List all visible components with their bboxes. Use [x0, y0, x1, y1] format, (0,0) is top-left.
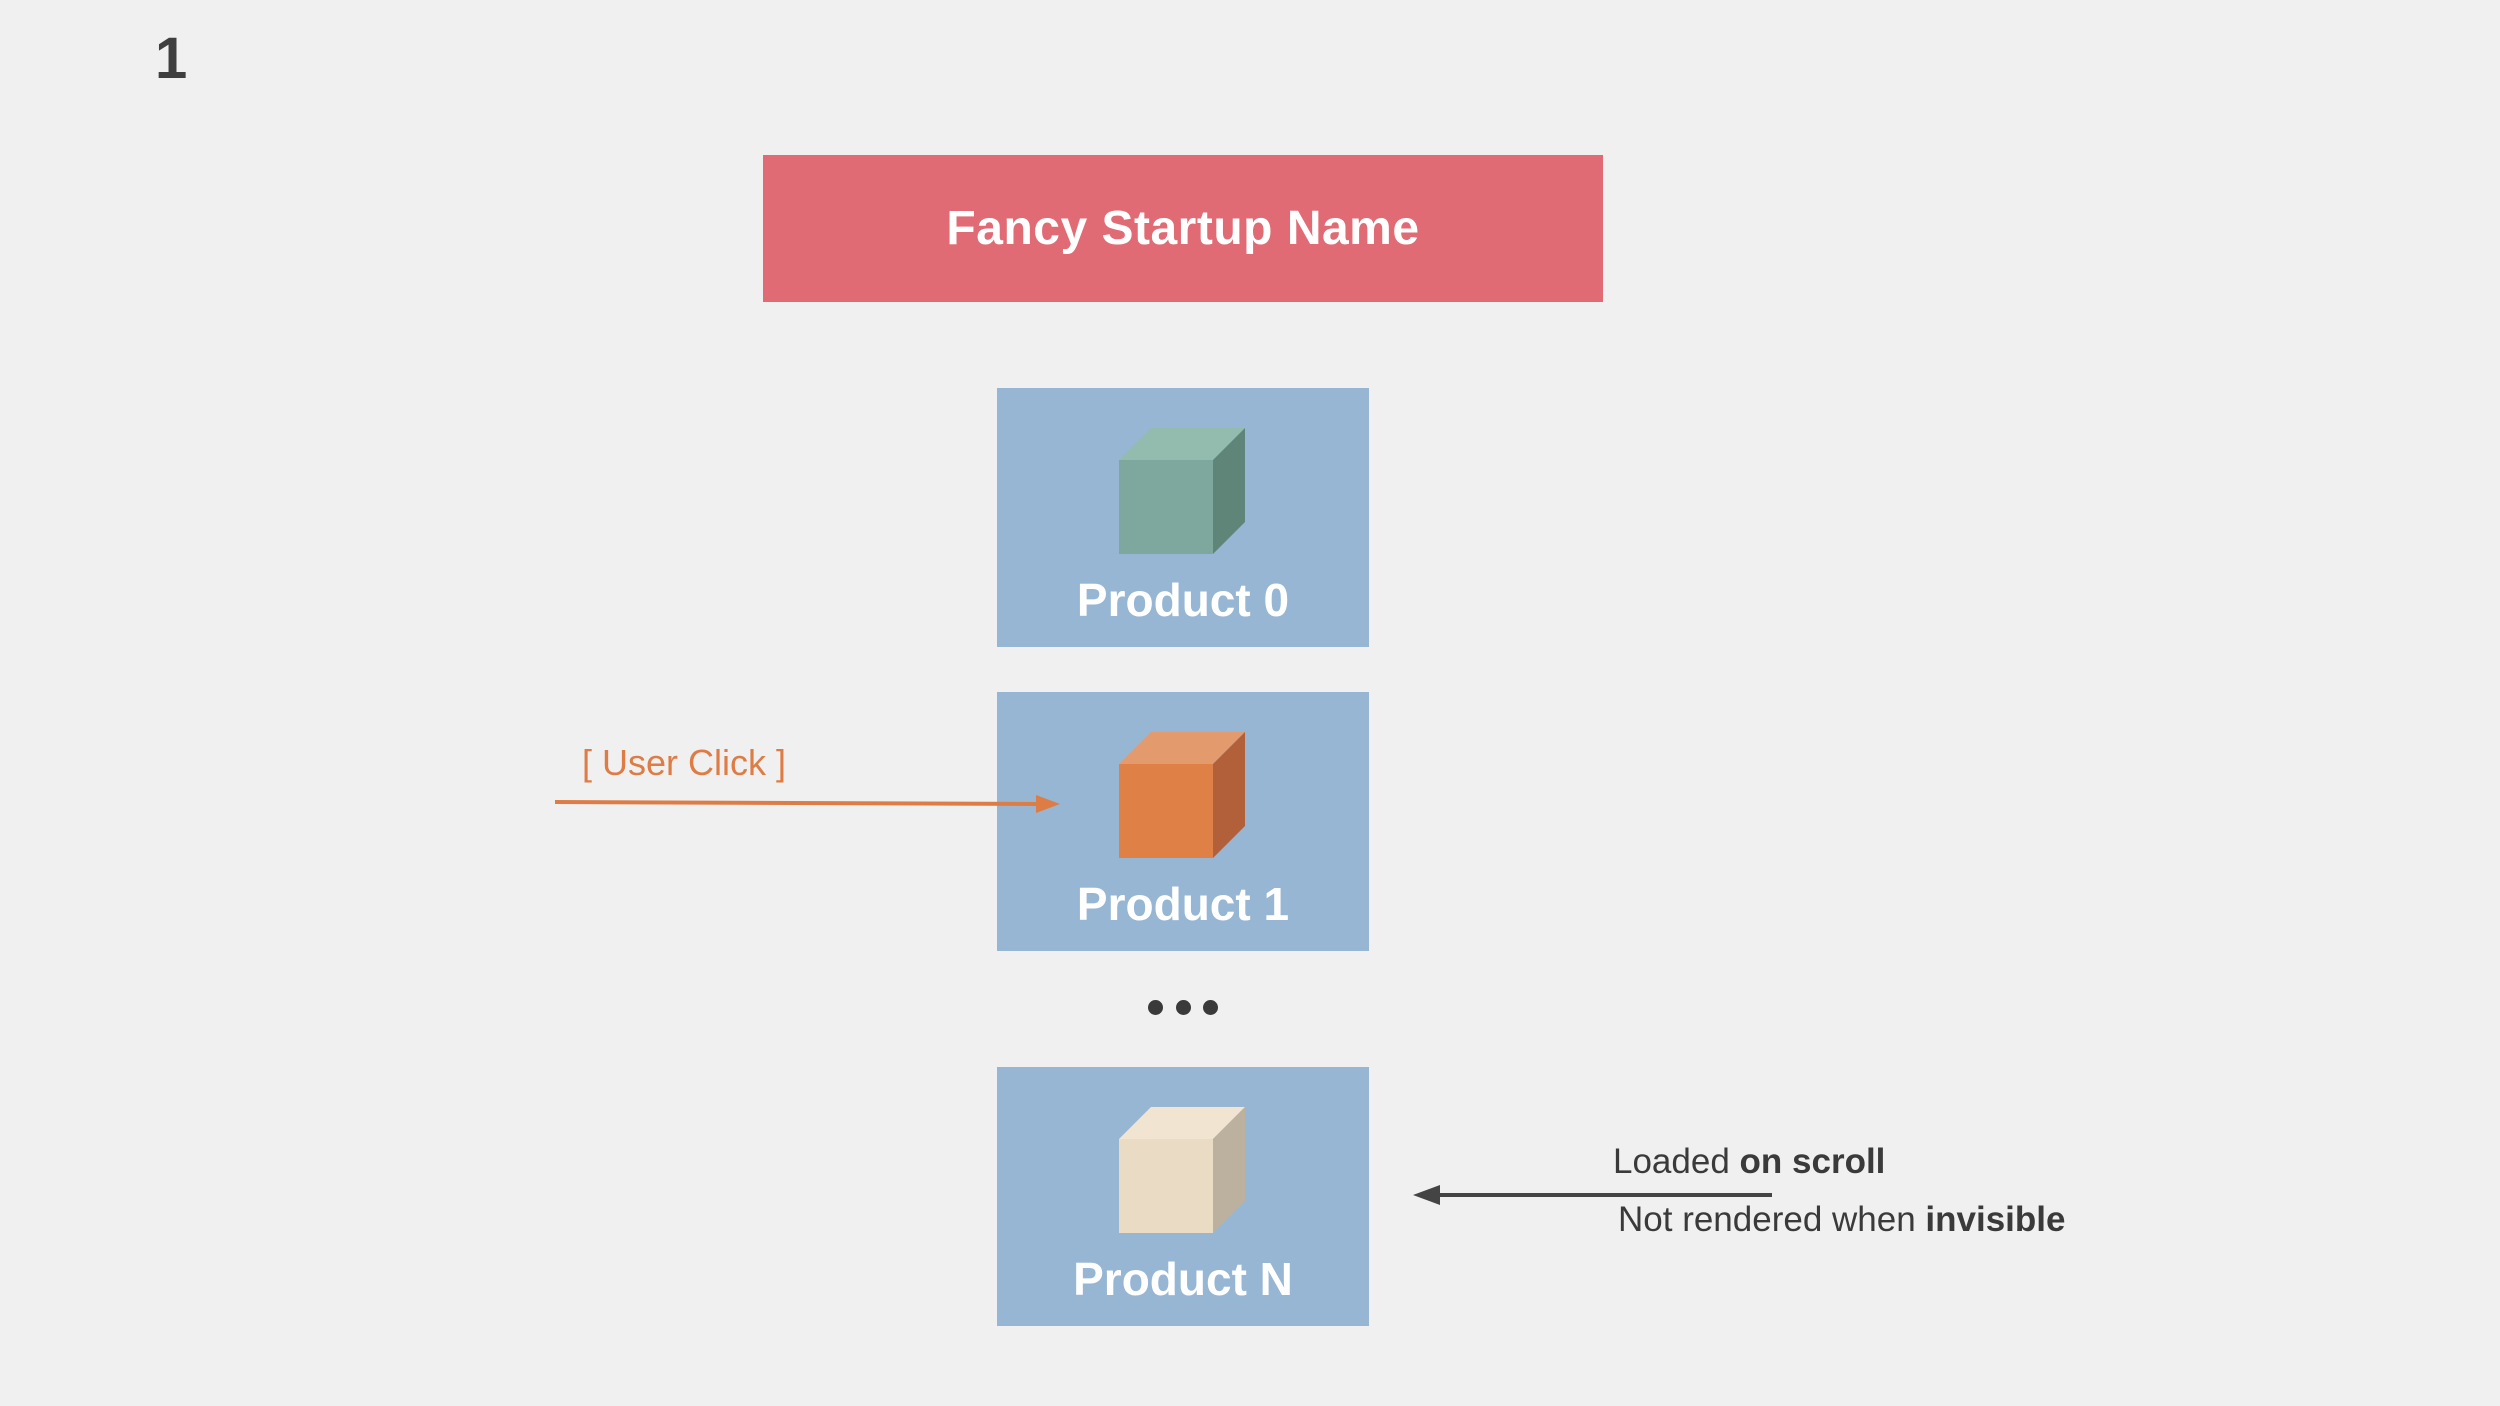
cube-icon	[1119, 428, 1245, 554]
note-bold-text: invisible	[1925, 1200, 2066, 1239]
note-bold-text: on scroll	[1739, 1142, 1886, 1181]
product-card-1[interactable]: Product 1	[997, 692, 1369, 951]
startup-name: Fancy Startup Name	[946, 202, 1420, 255]
startup-header: Fancy Startup Name	[763, 155, 1603, 302]
slide-number: 1	[155, 26, 188, 91]
note-text: Loaded	[1613, 1142, 1740, 1181]
not-rendered-note: Not rendered when invisible	[1618, 1200, 2065, 1240]
cube-icon	[1119, 732, 1245, 858]
product-label: Product 1	[1076, 878, 1290, 930]
loaded-on-scroll-note: Loaded on scroll	[1613, 1142, 1885, 1182]
user-click-arrow	[554, 795, 1060, 813]
product-card-0[interactable]: Product 0	[997, 388, 1369, 647]
more-products-ellipsis	[1148, 997, 1218, 1017]
user-click-label: [ User Click ]	[582, 742, 787, 783]
product-label: Product 0	[1076, 574, 1290, 626]
ellipsis-dot	[1148, 999, 1163, 1015]
ellipsis-dot	[1175, 999, 1191, 1015]
product-card-n[interactable]: Product N	[997, 1067, 1369, 1326]
cube-icon	[1119, 1107, 1245, 1233]
scroll-arrow	[1413, 1185, 1772, 1205]
ellipsis-dot	[1203, 999, 1218, 1015]
note-text: Not rendered when	[1618, 1200, 1926, 1239]
product-label: Product N	[1073, 1253, 1293, 1305]
